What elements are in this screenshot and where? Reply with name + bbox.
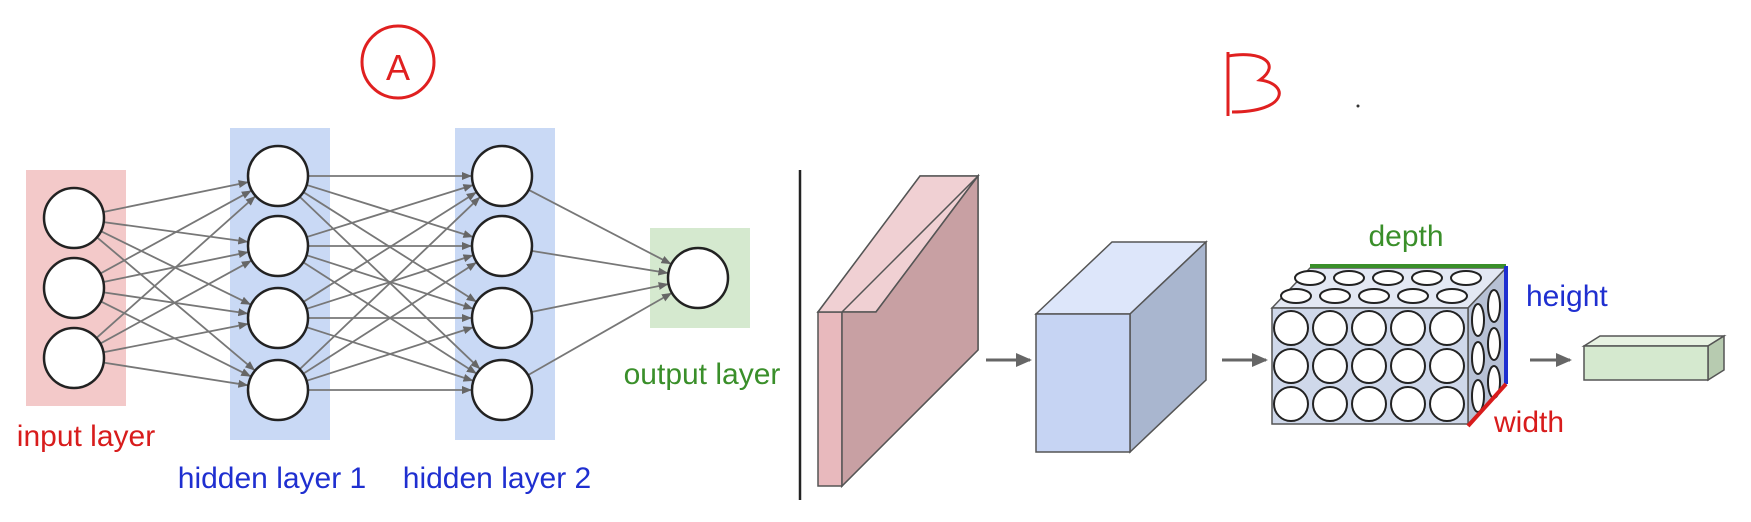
volume-neuron-front bbox=[1390, 348, 1426, 384]
panel-a-marker-text: A bbox=[386, 47, 410, 88]
hidden-2-neuron bbox=[470, 144, 534, 208]
volume-neuron-top bbox=[1358, 288, 1390, 304]
hidden-layer-2-label: hidden layer 2 bbox=[403, 462, 591, 495]
volume-neuron-front bbox=[1429, 348, 1465, 384]
network-nodes bbox=[42, 144, 730, 422]
height-label: height bbox=[1526, 280, 1608, 313]
output-layer-label: output layer bbox=[624, 358, 781, 391]
volume-neuron-front bbox=[1429, 310, 1465, 346]
connection-edge bbox=[528, 189, 672, 265]
input-layer-label: input layer bbox=[17, 420, 155, 453]
connection-edge bbox=[103, 361, 249, 388]
volume-neuron-top bbox=[1450, 270, 1482, 286]
connection-edge bbox=[99, 190, 252, 275]
volume-neuron-side bbox=[1471, 341, 1485, 375]
volume-neuron-top bbox=[1280, 288, 1312, 304]
connection-edge bbox=[306, 326, 474, 382]
stray-dot bbox=[1356, 104, 1360, 108]
volume-neuron-top bbox=[1333, 270, 1365, 286]
volume-neuron-front bbox=[1351, 348, 1387, 384]
volume-neuron-front bbox=[1312, 310, 1348, 346]
panel-b-marker: B bbox=[1226, 52, 1281, 116]
hidden-1-neuron bbox=[246, 286, 310, 350]
volume-neuron-front bbox=[1273, 310, 1309, 346]
width-label: width bbox=[1493, 406, 1564, 439]
volume-neuron-side bbox=[1487, 327, 1501, 361]
panel-a-marker: A bbox=[360, 24, 436, 100]
output-vector-box bbox=[1581, 334, 1727, 382]
input-neuron bbox=[42, 186, 106, 250]
volume-neurons bbox=[1273, 270, 1501, 422]
connection-edge bbox=[95, 195, 256, 339]
panel-b: B d bbox=[816, 52, 1727, 489]
hidden-layer-1-label: hidden layer 1 bbox=[178, 462, 366, 495]
hidden-1-neuron bbox=[246, 358, 310, 422]
volume-neuron-front bbox=[1312, 386, 1348, 422]
network-edges bbox=[95, 172, 672, 394]
volume-neuron-front bbox=[1273, 348, 1309, 384]
width-line bbox=[1466, 382, 1508, 428]
volume-neuron-top bbox=[1372, 270, 1404, 286]
volume-neuron-top bbox=[1319, 288, 1351, 304]
connection-edge bbox=[103, 180, 249, 213]
connection-edge bbox=[306, 254, 474, 310]
hidden-volume-cube bbox=[1034, 240, 1208, 454]
connection-edge bbox=[299, 196, 481, 370]
hidden-2-neuron bbox=[470, 358, 534, 422]
neuron-volume bbox=[1270, 264, 1508, 428]
connection-edge bbox=[99, 260, 252, 345]
volume-neuron-top bbox=[1294, 270, 1326, 286]
hidden-2-neuron bbox=[470, 286, 534, 350]
volume-neuron-top bbox=[1436, 288, 1468, 304]
volume-neuron-side bbox=[1471, 303, 1485, 337]
connection-edge bbox=[531, 249, 669, 276]
hidden-1-neuron bbox=[246, 144, 310, 208]
hidden-2-neuron bbox=[470, 214, 534, 278]
volume-neuron-front bbox=[1390, 310, 1426, 346]
input-volume-slab bbox=[816, 173, 980, 489]
input-neuron bbox=[42, 326, 106, 390]
input-neuron bbox=[42, 256, 106, 320]
panel-b-marker-text: B bbox=[1248, 99, 1249, 101]
volume-neuron-top bbox=[1411, 270, 1443, 286]
volume-neuron-front bbox=[1351, 310, 1387, 346]
hidden-1-neuron bbox=[246, 214, 310, 278]
volume-neuron-front bbox=[1429, 386, 1465, 422]
volume-neuron-side bbox=[1471, 379, 1485, 413]
connection-edge bbox=[527, 292, 672, 376]
connection-edge bbox=[531, 282, 669, 313]
depth-label: depth bbox=[1368, 220, 1443, 253]
volume-neuron-front bbox=[1351, 386, 1387, 422]
volume-neuron-side bbox=[1487, 289, 1501, 323]
volume-neuron-front bbox=[1390, 386, 1426, 422]
connection-edge bbox=[302, 262, 477, 375]
volume-neuron-front bbox=[1312, 348, 1348, 384]
volume-neuron-top bbox=[1397, 288, 1429, 304]
connection-edge bbox=[302, 191, 477, 303]
connection-edge bbox=[103, 321, 249, 354]
output-neuron bbox=[666, 246, 730, 310]
panel-a: A input layer hidden layer 1 hidden laye… bbox=[17, 24, 781, 495]
connection-edge bbox=[306, 184, 474, 238]
volume-neuron-front bbox=[1273, 386, 1309, 422]
